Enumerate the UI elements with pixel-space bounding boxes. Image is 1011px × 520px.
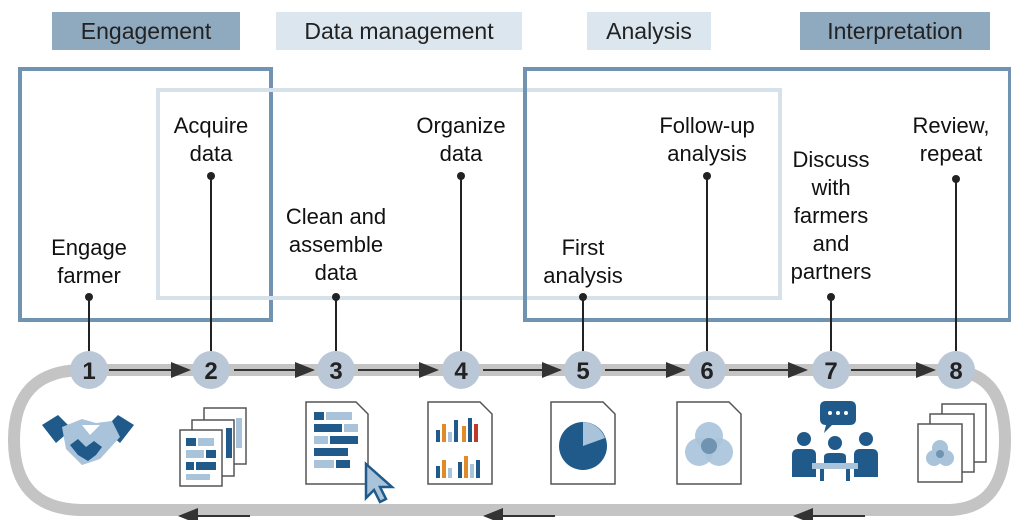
connector-dot [332,293,340,301]
connector-dot [85,293,93,301]
phase-interpretation: Interpretation [800,12,990,50]
analysis-interpretation-frame [523,67,1011,322]
step-6-label: Follow-up analysis [659,113,755,166]
step-number: 7 [824,358,837,385]
phase-label: Engagement [80,17,212,44]
phase-label: Data management [304,17,494,44]
step-6-circle: 6 [688,351,726,389]
step-1-circle: 1 [70,351,108,389]
handshake-icon [42,415,134,465]
step-number: 5 [576,358,589,385]
bar-chart-document-icon [427,401,493,485]
step-4-circle: 4 [442,351,480,389]
step-4-label: Organize data [416,113,506,166]
step-number: 2 [204,358,217,385]
step-1-label: Engage farmer [51,235,127,288]
step-number: 4 [454,358,468,385]
phase-engagement: Engagement [52,12,240,50]
documents-icon [179,407,247,487]
step-circles: 1 2 3 4 5 6 7 8 [70,351,975,389]
step-number: 3 [329,358,342,385]
connector-dot [579,293,587,301]
engagement-frame [18,67,273,322]
phase-label: Analysis [606,17,692,44]
step-number: 1 [82,358,95,385]
pie-chart-document-icon [550,401,616,485]
phase-label: Interpretation [827,17,963,44]
step-5-label: First analysis [543,235,623,288]
step-8-circle: 8 [937,351,975,389]
step-3-label: Clean and assemble data [285,204,387,285]
step-7-circle: 7 [812,351,850,389]
phase-data-management: Data management [276,12,522,50]
step-3-circle: 3 [317,351,355,389]
connector-dot [827,293,835,301]
venn-document-icon [676,401,742,485]
loop-track [7,364,1011,516]
stacked-documents-icon [917,403,987,483]
step-number: 6 [700,358,713,385]
step-number: 8 [949,358,962,385]
connector-dot [457,172,465,180]
connector-dot [207,172,215,180]
step-7-label: Discuss with farmers and partners [790,147,872,284]
cursor-document-icon [305,401,396,504]
meeting-icon [792,401,878,481]
connector-dot [952,175,960,183]
connectors [85,172,960,351]
step-8-label: Review, repeat [912,113,990,166]
data-management-frame [156,88,782,300]
phase-analysis: Analysis [587,12,711,50]
step-2-circle: 2 [192,351,230,389]
step-5-circle: 5 [564,351,602,389]
step-2-label: Acquire data [173,113,249,166]
connector-dot [703,172,711,180]
